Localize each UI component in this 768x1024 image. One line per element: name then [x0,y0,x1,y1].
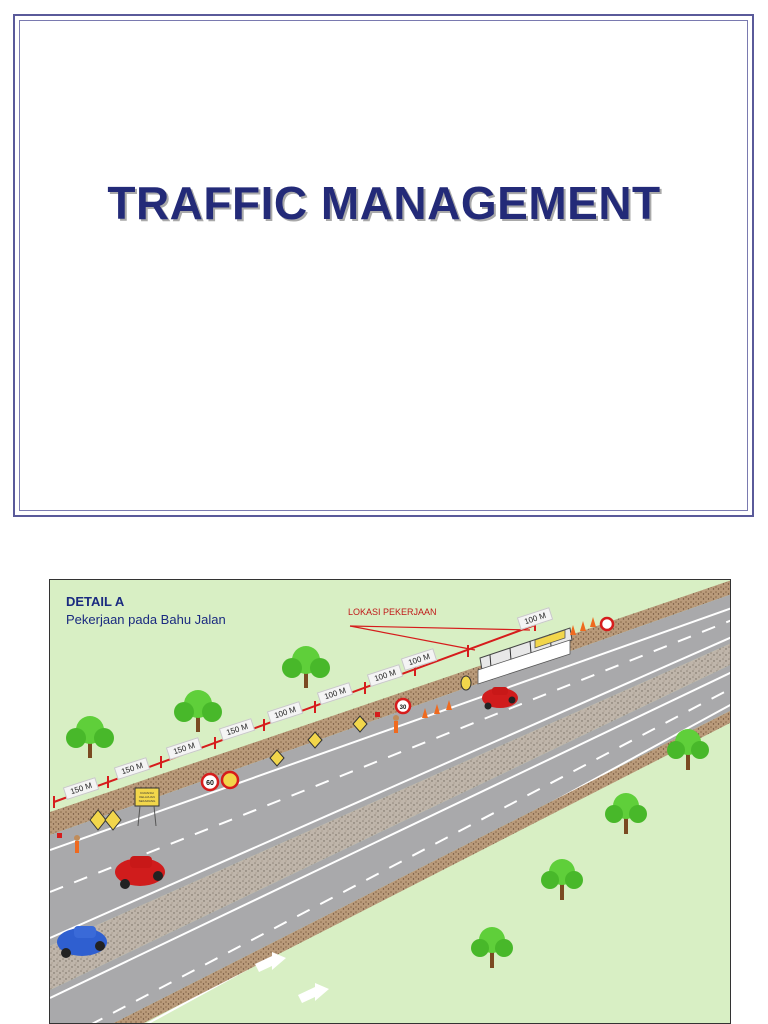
tree-icon [66,716,114,758]
upper-lane-divider [50,619,730,893]
lower-lane-divider [91,687,730,1023]
svg-text:30: 30 [400,705,407,711]
warning-signs: KURANGI KELAJUAN SEKARANG 60 30 [89,616,615,831]
red-car-icon [115,856,165,889]
svg-text:60: 60 [206,780,214,787]
work-location-pointer [349,625,476,651]
tree-icon [471,927,513,968]
lower-edge-line [50,671,730,999]
svg-text:KELAJUAN: KELAJUAN [139,795,155,799]
red-car-icon [482,687,518,710]
work-location-pointer [349,625,531,631]
work-zone-barriers [477,627,573,685]
svg-text:SEKARANG: SEKARANG [139,799,156,803]
tree-icon [667,729,709,770]
slide-title: TRAFFIC MANAGEMENT [107,177,661,229]
traffic-management-diagram: KURANGI KELAJUAN SEKARANG 60 30 [49,579,731,1024]
title-slide-inner-border [19,20,748,511]
road-illustration: KURANGI KELAJUAN SEKARANG 60 30 [50,580,730,1023]
work-location-label: LOKASI PEKERJAAN [348,607,437,617]
tree-icon [541,859,583,900]
direction-arrow-icon [298,983,329,1003]
tree-icon [605,793,647,834]
detail-title: DETAIL A [66,594,125,609]
detail-subtitle: Pekerjaan pada Bahu Jalan [66,612,226,627]
tree-icon [282,646,330,688]
upper-carriageway [50,594,730,946]
flagman-figures [57,712,399,853]
upper-inner-edge-line [50,636,730,939]
title-slide-frame [13,14,754,517]
direction-arrow-icon [255,952,286,972]
blue-car-icon [57,926,107,958]
tree-icon [174,690,222,732]
upper-edge-line [50,607,730,851]
svg-text:KURANGI: KURANGI [140,791,154,795]
median-gravel [50,643,730,990]
traffic-cones [422,617,596,718]
